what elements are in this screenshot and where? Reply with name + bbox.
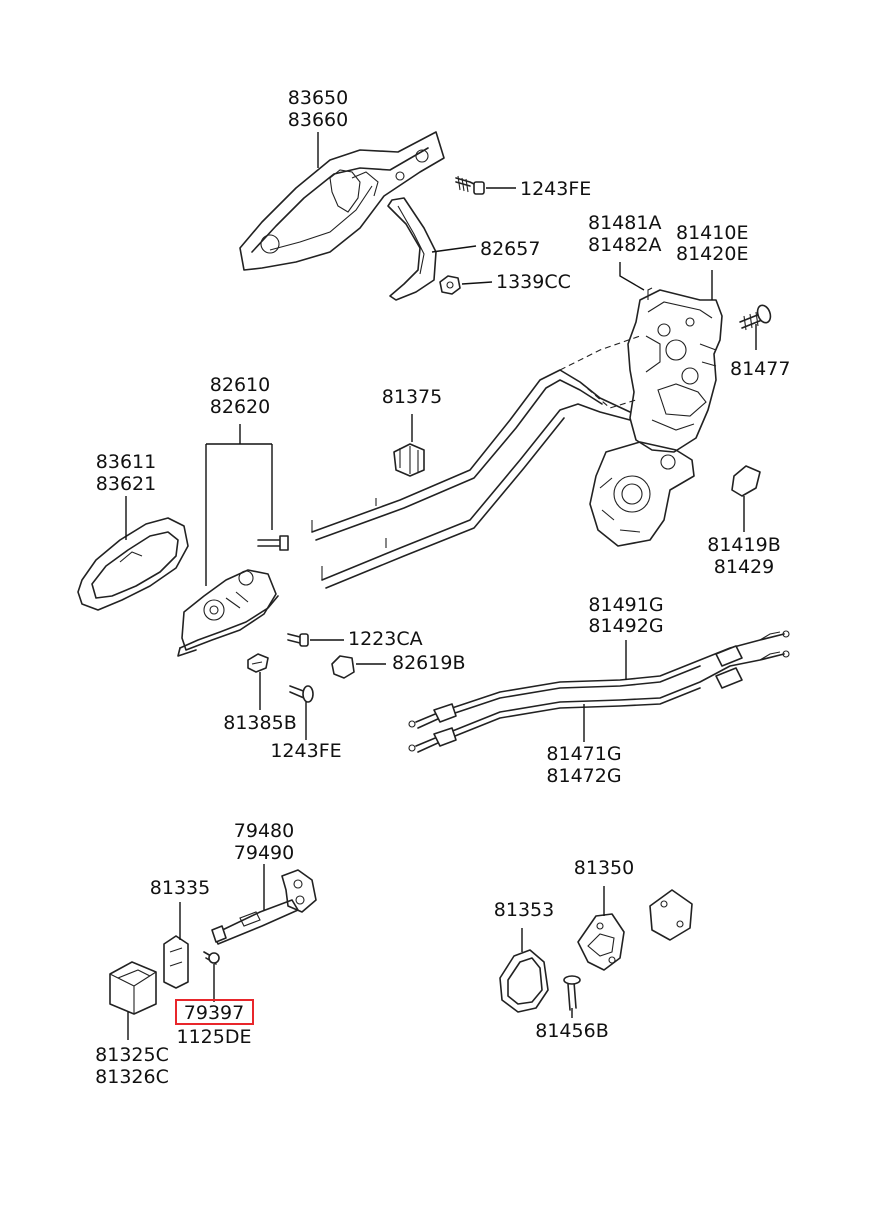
door-checker-part [211, 869, 317, 945]
label-81375: 81375 [382, 386, 442, 408]
label-82620: 82620 [210, 396, 270, 418]
lock-rods-part [311, 335, 641, 589]
label-81326c: 81326C [95, 1066, 169, 1088]
label-81477: 81477 [730, 358, 790, 380]
label-82619b: 82619B [392, 652, 465, 674]
label-83660: 83660 [288, 109, 348, 131]
screw-81477-part [739, 304, 772, 331]
label-81492g: 81492G [588, 615, 663, 637]
label-81420e: 81420E [676, 243, 748, 265]
label-81429: 81429 [714, 556, 774, 578]
label-81385b: 81385B [223, 712, 296, 734]
cables-part [408, 630, 790, 753]
label-82657: 82657 [480, 238, 540, 260]
leader-82657 [431, 245, 477, 253]
label-1125de: 1125DE [177, 1026, 252, 1048]
cover-81325c-part [109, 961, 157, 1015]
door-latch-part [627, 287, 723, 453]
label-81456b: 81456B [535, 1020, 608, 1042]
latch-actuator-part [589, 441, 695, 547]
fastener-81385b-part [247, 653, 269, 673]
leader-1339cc [461, 281, 493, 285]
label-81481a: 81481A [588, 212, 661, 234]
bracket-81335-part [163, 935, 189, 989]
leader-82610 [205, 424, 273, 586]
screw-1223ca-part [287, 633, 309, 647]
cap-82619b-part [331, 655, 355, 679]
label-81419b: 81419B [707, 534, 780, 556]
seal-81353-part [499, 949, 549, 1013]
bolt-1125de-part [203, 951, 220, 965]
screw-81456b-part [563, 975, 581, 1011]
label-81410e: 81410E [676, 222, 748, 244]
label-79480: 79480 [234, 820, 294, 842]
label-81482a: 81482A [588, 234, 661, 256]
nut-1339cc-part [439, 275, 461, 295]
label-1243fe-bottom: 1243FE [270, 740, 341, 762]
label-81472g: 81472G [546, 765, 621, 787]
label-1339cc: 1339CC [496, 271, 571, 293]
pad-81419b-part [731, 465, 761, 497]
label-1223ca: 1223CA [348, 628, 423, 650]
inside-handle-part [177, 569, 279, 657]
label-79397: 79397 [184, 1002, 244, 1024]
label-83650: 83650 [288, 87, 348, 109]
highlight-box-79397 [175, 999, 254, 1025]
outside-handle-frame-part [239, 131, 445, 271]
label-82610: 82610 [210, 374, 270, 396]
clip-81375-part [393, 443, 425, 477]
label-81353: 81353 [494, 899, 554, 921]
label-81350: 81350 [574, 857, 634, 879]
label-83621: 83621 [96, 473, 156, 495]
label-81491g: 81491G [588, 594, 663, 616]
label-81325c: 81325C [95, 1044, 169, 1066]
shim-plate-part [649, 889, 693, 941]
bolt-1243fe-top-part [455, 175, 485, 195]
bracket-82657-part [387, 197, 437, 301]
handle-bezel-part [77, 517, 189, 611]
label-1243fe-top: 1243FE [520, 178, 591, 200]
label-81335: 81335 [150, 877, 210, 899]
label-83611: 83611 [96, 451, 156, 473]
striker-81350-part [577, 913, 625, 971]
label-81471g: 81471G [546, 743, 621, 765]
screw-1243fe-bottom-part [289, 685, 314, 703]
leader-81481a [619, 262, 645, 291]
label-79490: 79490 [234, 842, 294, 864]
screw-inside-handle-part [257, 535, 289, 551]
